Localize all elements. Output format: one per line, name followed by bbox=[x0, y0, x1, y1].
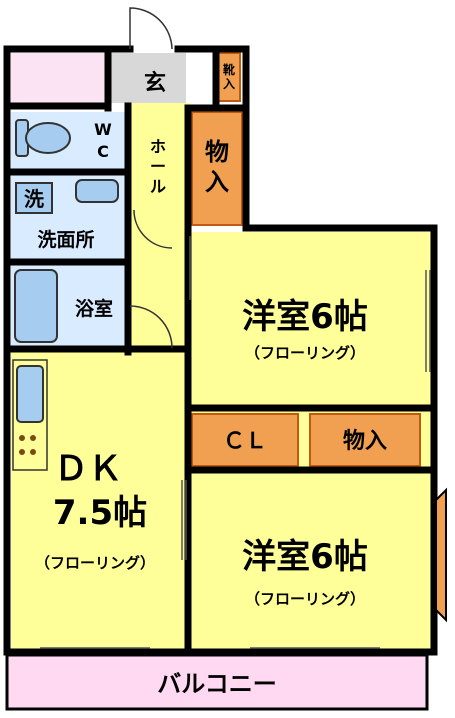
western-room-2-floor-label: （フローリング） bbox=[245, 590, 365, 608]
bath-door bbox=[129, 305, 173, 349]
dk-label-line2: 7.5帖 bbox=[53, 493, 147, 533]
washroom-badge-label: 洗 bbox=[24, 187, 44, 211]
washroom-badge-box bbox=[15, 182, 53, 214]
bath-label: 浴室 bbox=[75, 297, 113, 320]
walls bbox=[3, 45, 438, 656]
western-room-1-floor bbox=[188, 232, 431, 406]
entrance-floor bbox=[108, 53, 186, 103]
door-swings bbox=[129, 7, 173, 349]
storage-top-label: 物入 bbox=[205, 138, 229, 196]
storage-mid-label: 物入 bbox=[343, 428, 387, 454]
closet-box bbox=[191, 413, 299, 467]
entrance-door bbox=[129, 7, 173, 50]
balcony-floor bbox=[8, 656, 426, 708]
hall-label: ホール bbox=[150, 137, 166, 196]
storage-top-floor bbox=[191, 111, 243, 226]
hall-door bbox=[133, 209, 173, 249]
fixtures bbox=[12, 119, 119, 471]
burner-icon bbox=[30, 435, 36, 441]
western-room-2-label: 洋室6帖 bbox=[242, 537, 368, 577]
western-room-1-floor-label: （フローリング） bbox=[245, 344, 365, 362]
balcony-outline bbox=[5, 653, 429, 711]
washroom-label: 洗面所 bbox=[37, 228, 94, 251]
western-room-2-floor bbox=[188, 472, 431, 650]
kitchen-counter bbox=[12, 359, 48, 471]
stove-burners bbox=[19, 435, 36, 455]
kitchen-sink bbox=[16, 365, 44, 423]
balcony-label: バルコニー bbox=[157, 670, 277, 698]
closet-label: ＣＬ bbox=[223, 429, 267, 454]
storage-mid-box bbox=[309, 413, 421, 467]
dk-floor-label: （フローリング） bbox=[35, 554, 155, 572]
bathtub bbox=[14, 269, 58, 343]
toilet-bowl bbox=[25, 122, 71, 154]
western-room-1-label: 洋室6帖 bbox=[242, 297, 368, 337]
washbasin bbox=[75, 179, 119, 203]
storage-boxes bbox=[191, 413, 421, 467]
windows bbox=[40, 236, 431, 649]
bay-window bbox=[435, 487, 447, 623]
entrance-label: 玄 bbox=[144, 70, 166, 96]
dk-label-line1: ＤＫ bbox=[54, 449, 122, 489]
burner-icon bbox=[30, 449, 36, 455]
burner-icon bbox=[19, 435, 25, 441]
unit-pink-area bbox=[11, 53, 105, 103]
shoe-storage-label: 靴入 bbox=[223, 62, 235, 91]
burner-icon bbox=[19, 449, 25, 455]
